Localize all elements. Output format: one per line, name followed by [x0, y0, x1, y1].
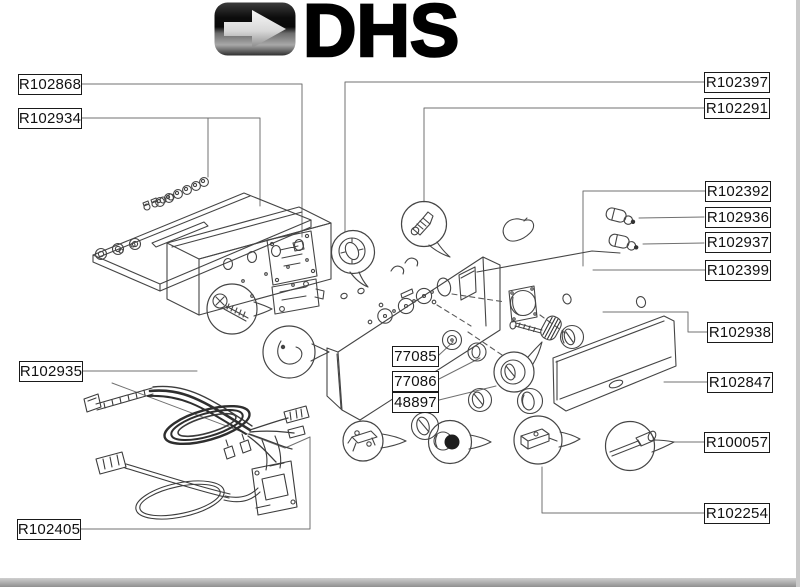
- assembly-axis-dashes: [436, 293, 566, 358]
- control-fascia: [326, 256, 566, 421]
- flap-panel: [552, 315, 677, 412]
- retaining-nuts: [94, 237, 142, 261]
- screw-balloon: [206, 283, 273, 335]
- harness-connector: [283, 405, 310, 424]
- leader-lines: [79, 81, 708, 530]
- pcb: [266, 230, 318, 286]
- clip-balloon: [342, 420, 407, 462]
- part-label-R102938[interactable]: R102938: [707, 322, 773, 343]
- part-label-R102934[interactable]: R102934: [18, 108, 82, 129]
- scan-edge-right: [796, 0, 800, 587]
- rear-panel-edge: [476, 250, 621, 273]
- knurled-collar: [540, 315, 562, 341]
- bulb-balloon: [604, 420, 675, 472]
- callout-balloons: [342, 415, 675, 472]
- part-label-R102868[interactable]: R102868: [18, 74, 82, 95]
- housing-assembly: [92, 177, 332, 379]
- part-label-77086[interactable]: 77086: [392, 371, 439, 392]
- round-knob-balloon: [427, 419, 492, 465]
- inline-fuses: [223, 433, 252, 460]
- dhs-logo: DHS: [214, 0, 461, 72]
- cable-coil: [163, 404, 251, 446]
- brand-name: DHS: [302, 0, 461, 72]
- harness-bracket: [251, 460, 298, 516]
- part-label-R100057[interactable]: R100057: [704, 432, 770, 453]
- socket-assembly: [476, 250, 647, 350]
- hook-balloon: [262, 325, 330, 379]
- wiring-harness: [83, 385, 310, 520]
- part-label-R102291[interactable]: R102291: [704, 98, 770, 119]
- mounting-bracket: [271, 278, 325, 315]
- part-label-R102399[interactable]: R102399: [705, 260, 771, 281]
- part-label-R102936[interactable]: R102936: [705, 207, 771, 228]
- lamp-balloon: [400, 200, 451, 258]
- spring-clips: [390, 257, 419, 275]
- cable-loop: [135, 480, 225, 520]
- control-knobs: [410, 329, 544, 441]
- scan-edge-bottom: [0, 578, 800, 587]
- part-label-R102397[interactable]: R102397: [704, 72, 770, 93]
- part-label-R102405[interactable]: R102405: [17, 519, 81, 540]
- gasket-blob: [502, 217, 535, 242]
- part-label-R102254[interactable]: R102254: [704, 503, 770, 524]
- part-label-R102847[interactable]: R102847: [707, 372, 773, 393]
- ribbon-connector: [83, 393, 102, 413]
- dhs-arrow-logo-icon: [214, 2, 296, 56]
- part-label-R102935[interactable]: R102935: [19, 361, 83, 382]
- part-label-R102937[interactable]: R102937: [705, 232, 771, 253]
- housing-box: [166, 206, 332, 316]
- button-set: [142, 177, 209, 211]
- knob-balloon: [330, 229, 376, 288]
- part-label-48897[interactable]: 48897: [392, 392, 439, 413]
- housing-cover: [92, 192, 312, 292]
- edge-connector: [95, 451, 127, 475]
- indicator-bulbs: [605, 207, 639, 251]
- part-label-R102392[interactable]: R102392: [705, 181, 771, 202]
- switch-balloon: [513, 415, 581, 465]
- timer-knob-balloon: [493, 341, 543, 393]
- part-label-77085[interactable]: 77085: [392, 346, 439, 367]
